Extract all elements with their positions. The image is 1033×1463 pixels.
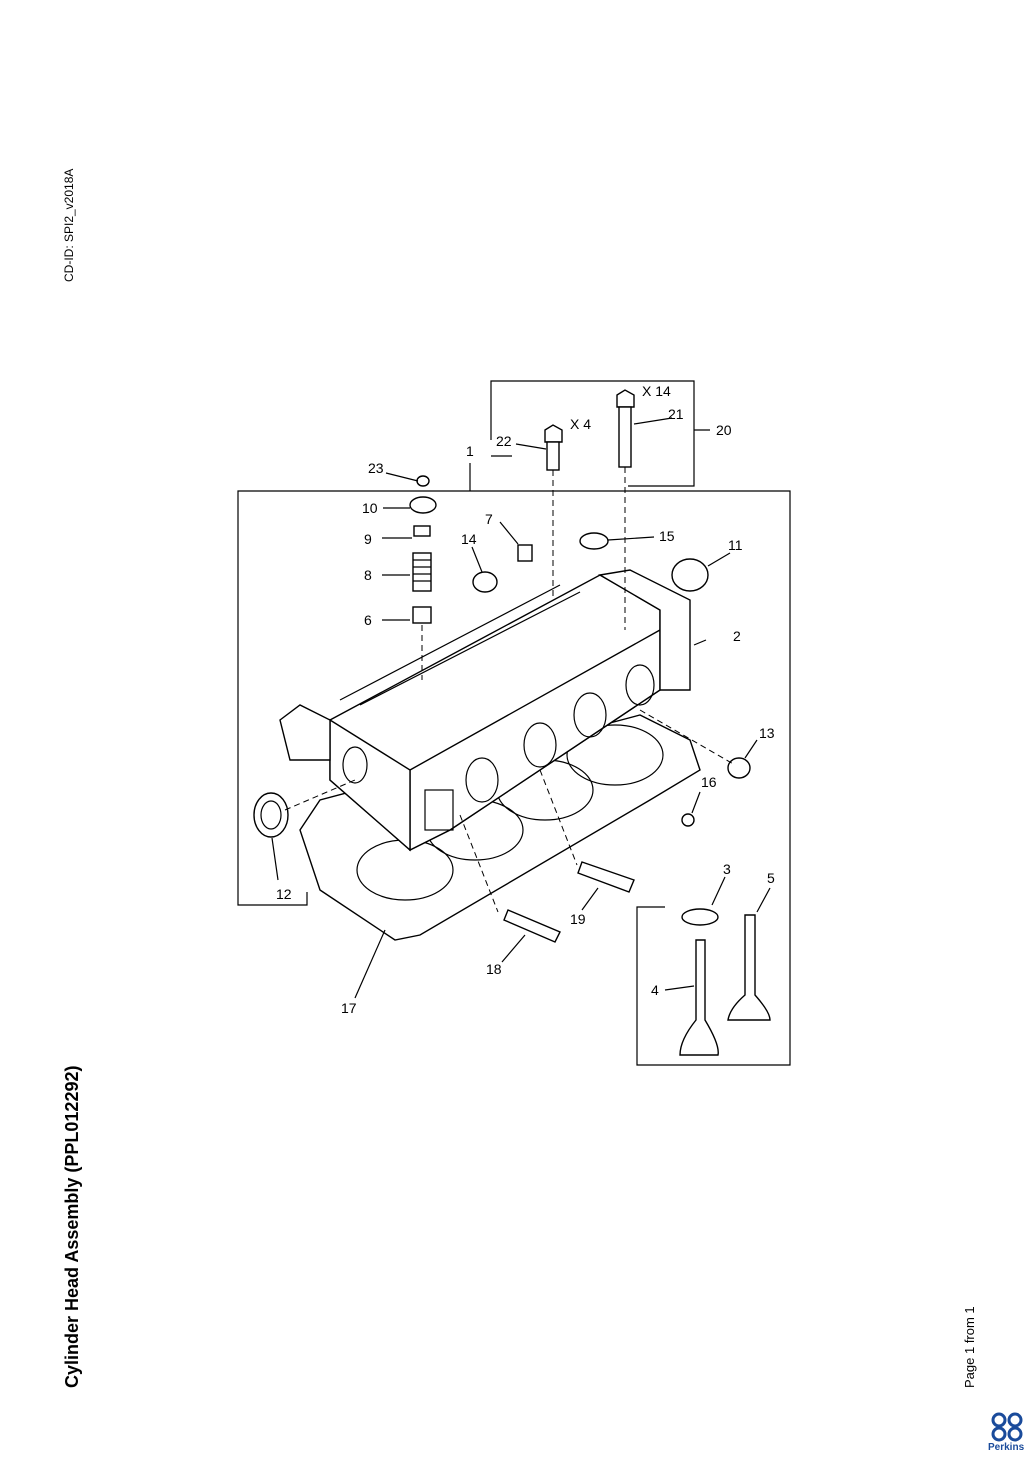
callout-11: 11 xyxy=(728,537,743,553)
callout-3: 3 xyxy=(723,861,731,877)
part-11 xyxy=(671,558,709,592)
cylinder-head-body xyxy=(279,569,691,852)
callout-14: 14 xyxy=(461,531,477,547)
callout-13: 13 xyxy=(759,725,775,741)
callout-21: 21 xyxy=(668,406,684,422)
quantity-bolt-21: X 14 xyxy=(642,383,671,399)
brand-name: Perkins xyxy=(988,1442,1025,1453)
callout-22: 22 xyxy=(496,433,512,449)
quantity-bolt-22: X 4 xyxy=(570,416,591,432)
assembly-frame-1-left xyxy=(237,490,470,906)
perkins-logo-icon: Perkins xyxy=(988,1410,1028,1458)
callout-20: 20 xyxy=(716,422,732,438)
valve-5 xyxy=(727,914,771,1021)
bolt-21 xyxy=(616,389,635,630)
callout-5: 5 xyxy=(767,870,775,886)
part-12 xyxy=(253,792,289,838)
callout-9: 9 xyxy=(364,531,372,547)
callout-6: 6 xyxy=(364,612,372,628)
part-13 xyxy=(727,757,751,779)
callout-12: 12 xyxy=(276,886,292,902)
part-16 xyxy=(681,813,695,827)
stud-18 xyxy=(503,909,561,943)
part-15 xyxy=(579,532,609,550)
bolt-22 xyxy=(544,424,563,600)
kit-frame-20 xyxy=(490,380,710,487)
callout-23: 23 xyxy=(368,460,384,476)
valve-spring-stack xyxy=(409,496,437,680)
callout-16: 16 xyxy=(701,774,717,790)
callout-15: 15 xyxy=(659,528,675,544)
stud-19 xyxy=(577,861,635,893)
part-3 xyxy=(681,908,719,926)
callout-19: 19 xyxy=(570,911,586,927)
assembly-frame-1 xyxy=(470,490,791,1066)
callout-18: 18 xyxy=(486,961,502,977)
callout-7: 7 xyxy=(485,511,493,527)
callout-10: 10 xyxy=(362,500,378,516)
callout-2: 2 xyxy=(733,628,741,644)
part-14 xyxy=(472,571,498,593)
callout-8: 8 xyxy=(364,567,372,583)
part-23 xyxy=(416,475,430,487)
valve-4 xyxy=(679,939,719,1056)
callout-1: 1 xyxy=(466,443,474,459)
callout-17: 17 xyxy=(341,1000,357,1016)
callout-4: 4 xyxy=(651,982,659,998)
part-7 xyxy=(517,544,533,562)
